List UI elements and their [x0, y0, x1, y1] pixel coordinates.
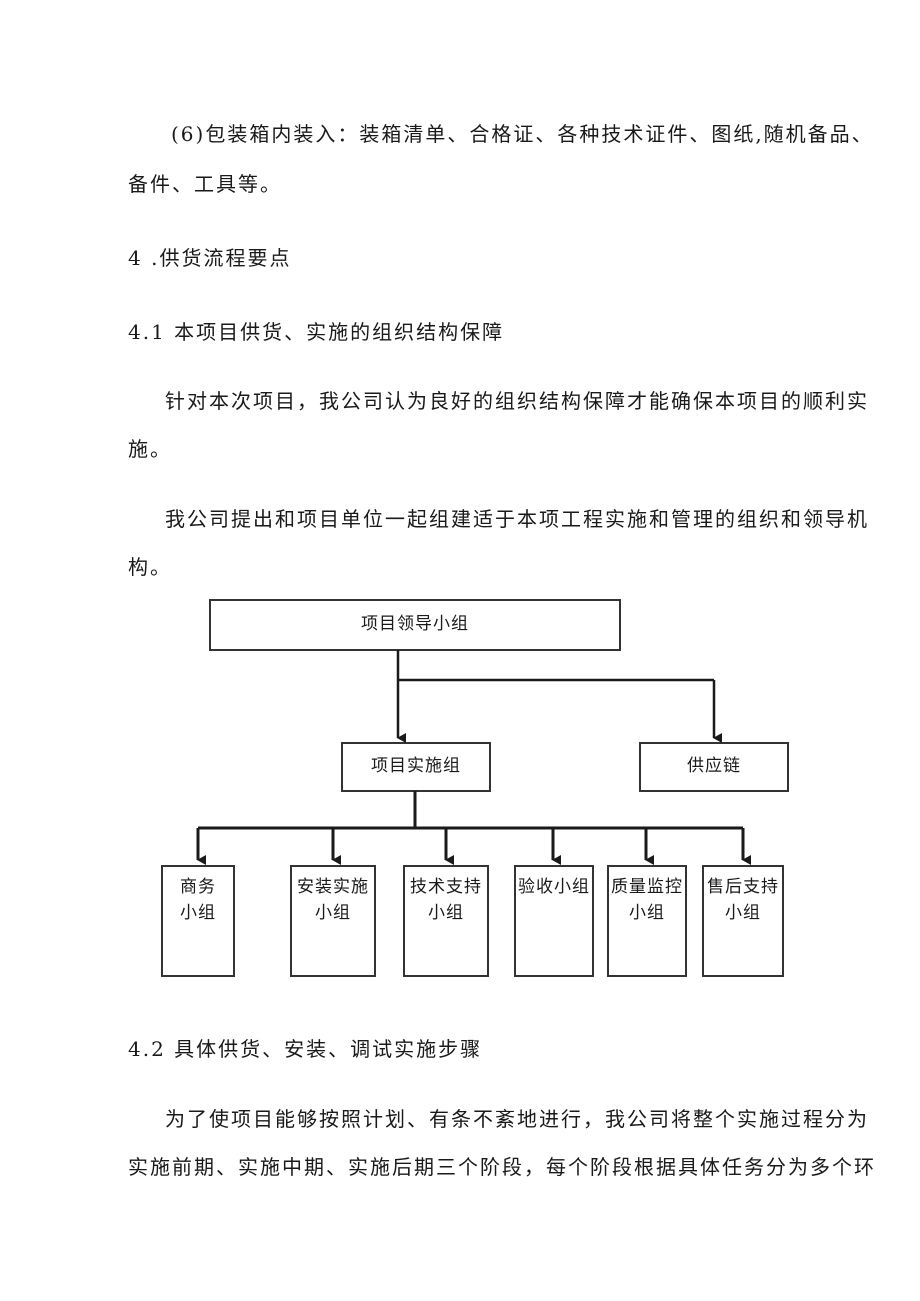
subgroup-label-6: 售后支持 小组 [703, 874, 783, 926]
root-box [209, 599, 621, 651]
subgroup-label-4: 验收小组 [515, 874, 593, 900]
subgroup-box-4 [514, 865, 594, 977]
subgroup-label-2-line2: 小组 [315, 903, 351, 923]
subgroup-box-1 [161, 865, 235, 977]
supply-chain-box [639, 742, 789, 792]
subgroup-label-6-line2: 小组 [725, 903, 761, 923]
section-heading-4: 4 .供货流程要点 [128, 246, 292, 270]
subgroup-label-4-line1: 验收小组 [518, 877, 590, 897]
paragraph-packing-line2: 备件、工具等。 [128, 172, 282, 196]
section-heading-4-1: 4.1 本项目供货、实施的组织结构保障 [128, 320, 505, 344]
subgroup-label-1-line2: 小组 [180, 903, 216, 923]
subgroup-box-5 [607, 865, 687, 977]
subgroup-label-3-line1: 技术支持 [410, 877, 482, 897]
subgroup-box-3 [403, 865, 489, 977]
supply-chain-label: 供应链 [687, 756, 741, 776]
impl-group-label: 项目实施组 [371, 756, 461, 776]
subgroup-label-5-line1: 质量监控 [611, 877, 683, 897]
paragraph-packing-line1: (6)包装箱内装入：装箱清单、合格证、各种技术证件、图纸,随机备品、 [171, 122, 874, 146]
paragraph-leadership-line2: 构。 [128, 555, 172, 579]
subgroup-label-1: 商务 小组 [162, 874, 234, 926]
paragraph-steps-line1: 为了使项目能够按照计划、有条不紊地进行，我公司将整个实施过程分为 [165, 1107, 869, 1131]
subgroup-label-5-line2: 小组 [629, 903, 665, 923]
subgroup-label-5: 质量监控 小组 [608, 874, 686, 926]
paragraph-org-line2: 施。 [128, 437, 172, 461]
subgroup-label-2-line1: 安装实施 [297, 877, 369, 897]
root-label: 项目领导小组 [361, 614, 469, 634]
subgroup-label-3: 技术支持 小组 [404, 874, 488, 926]
subgroup-box-2 [290, 865, 376, 977]
paragraph-org-line1: 针对本次项目，我公司认为良好的组织结构保障才能确保本项目的顺利实 [165, 389, 869, 413]
subgroup-label-1-line1: 商务 [180, 877, 216, 897]
subgroup-label-2: 安装实施 小组 [291, 874, 375, 926]
paragraph-leadership-line1: 我公司提出和项目单位一起组建适于本项工程实施和管理的组织和领导机 [165, 507, 869, 531]
section-heading-4-2: 4.2 具体供货、安装、调试实施步骤 [128, 1037, 483, 1061]
subgroup-label-3-line2: 小组 [428, 903, 464, 923]
subgroup-label-6-line1: 售后支持 [707, 877, 779, 897]
paragraph-steps-line2: 实施前期、实施中期、实施后期三个阶段，每个阶段根据具体任务分为多个环 [128, 1155, 876, 1179]
subgroup-box-6 [702, 865, 784, 977]
